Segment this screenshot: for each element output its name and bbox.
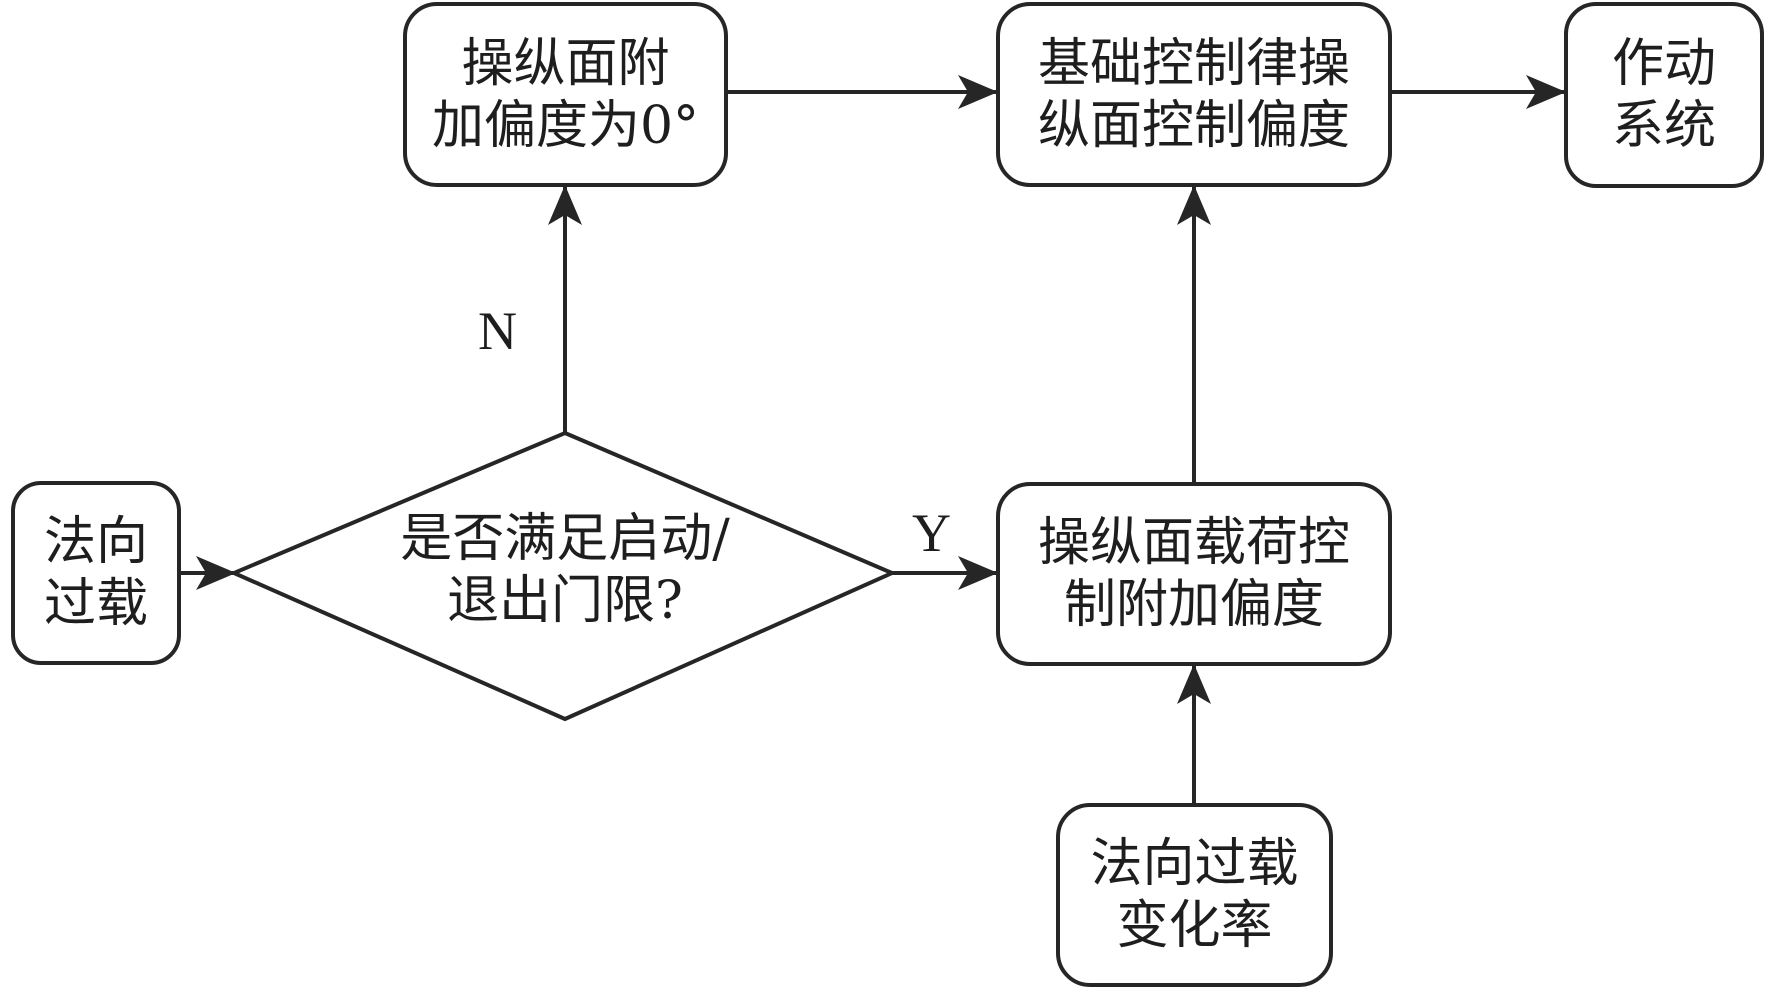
- node-text-line: 系统: [1611, 96, 1716, 156]
- node-normal-overload-rate: 法向过载 变化率: [1056, 803, 1333, 987]
- node-load-control-additional-deflection: 操纵面载荷控 制附加偏度: [996, 482, 1392, 666]
- node-zero-additional-deflection-text: 操纵面附 加偏度为0°: [432, 33, 699, 157]
- decision-text-line: 是否满足启动/: [400, 509, 730, 569]
- node-text-line: 纵面控制偏度: [1037, 95, 1350, 156]
- decision-text: 是否满足启动/ 退出门限?: [340, 508, 790, 632]
- edge-label-no: N: [478, 301, 517, 361]
- node-zero-additional-deflection: 操纵面附 加偏度为0°: [403, 2, 728, 187]
- decision-text-line: 退出门限?: [447, 571, 683, 631]
- node-normal-overload: 法向 过载: [11, 481, 181, 665]
- node-base-control-law-deflection: 基础控制律操 纵面控制偏度: [996, 2, 1392, 187]
- node-text-line: 作动: [1611, 34, 1716, 94]
- node-text-line: 加偏度为0°: [431, 95, 700, 156]
- node-text-line: 过载: [43, 574, 148, 634]
- node-text-line: 变化率: [1116, 896, 1273, 956]
- node-actuation-system-text: 作动 系统: [1612, 33, 1716, 157]
- node-normal-overload-text: 法向 过载: [44, 511, 148, 635]
- node-actuation-system: 作动 系统: [1564, 2, 1764, 188]
- node-text-line: 制附加偏度: [1063, 575, 1324, 635]
- node-base-control-law-deflection-text: 基础控制律操 纵面控制偏度: [1038, 33, 1350, 157]
- decision-diamond: [228, 430, 897, 722]
- node-load-control-additional-deflection-text: 操纵面载荷控 制附加偏度: [1038, 512, 1350, 636]
- edge-label-yes: Y: [912, 503, 951, 563]
- node-text-line: 基础控制律操: [1037, 33, 1350, 94]
- node-text-line: 法向: [43, 512, 148, 572]
- node-text-line: 操纵面载荷控: [1037, 513, 1350, 573]
- node-normal-overload-rate-text: 法向过载 变化率: [1090, 833, 1298, 957]
- node-text-line: 操纵面附: [461, 33, 670, 94]
- node-text-line: 法向过载: [1090, 834, 1299, 894]
